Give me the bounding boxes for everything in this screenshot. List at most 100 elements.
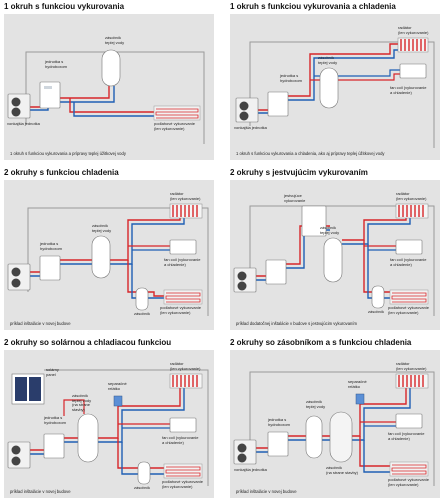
label-floor-heating: podlahové vykurovanie (len vykurovanie) (154, 121, 195, 131)
diagram-caption: príklad inštalácie v novej budove (10, 321, 71, 326)
label-hydrobox: jednotka s hydroboxom (44, 415, 67, 425)
diagram-drawing (233, 371, 435, 486)
label-hydrobox: jednotka s hydroboxom (268, 417, 291, 427)
buffer-tank (137, 461, 151, 485)
label-existing-heating: jestvujúce vykurovanie (284, 193, 306, 203)
fancoil (169, 417, 197, 433)
outdoor-unit (233, 267, 257, 293)
diagram-caption: príklad inštalácie v novej budove (236, 489, 297, 494)
hot-water-tank (77, 413, 99, 463)
diagram-title: 2 okruhy so zásobníkom a s funkciou chla… (230, 338, 412, 347)
label-radiator: radiátor (len vykurovanie) (396, 361, 427, 371)
floor-heating-coil (163, 463, 203, 479)
diagram-3: 2 okruhy s funkciou chladenia (4, 168, 214, 330)
label-floor-heating: podlahové vykurovanie (len vykurovanie) (162, 479, 203, 489)
label-radiator: radiátor (len vykurovanie) (170, 191, 201, 201)
label-fancoil: fan coil (vykurovanie a chladenie) (390, 257, 427, 267)
label-storage-tank: zásobník (na strane stavby) (326, 465, 359, 475)
diagram-caption: príklad dodatočnej inštalácie v budove s… (236, 321, 358, 326)
radiator (397, 37, 429, 53)
label-floor-heating: podlahové vykurovanie (len vykurovanie) (388, 305, 429, 315)
label-outdoor-unit: vonkajšia jednotka (234, 467, 267, 472)
fancoil (169, 239, 197, 255)
hot-water-tank (319, 67, 339, 109)
floor-heating-coil (163, 289, 203, 305)
radiator (395, 203, 429, 219)
label-hydrobox: jednotka s hydroboxom (45, 59, 68, 69)
site-storage-tank (329, 411, 353, 463)
label-fancoil: fan coil (vykurovanie a chladenie) (164, 257, 201, 267)
hydrobox-unit (39, 255, 61, 281)
label-hydrobox: jednotka s hydroboxom (280, 73, 303, 83)
label-tank: zásobník teplej vody (320, 225, 340, 235)
diagram-title: 2 okruhy s funkciou chladenia (4, 168, 119, 177)
label-tank: zásobník teplej vody (92, 223, 112, 233)
label-buffer: zásobník (134, 311, 151, 316)
diagram-4: 2 okruhy s jestvujúcim vykurovaním (230, 168, 440, 330)
solar-panel (11, 373, 45, 405)
floor-heating-coil (153, 105, 201, 121)
hot-water-tank (91, 235, 111, 279)
radiator (395, 373, 429, 389)
label-fancoil: fan coil (vykurovanie a chladenie) (390, 85, 427, 95)
diagram-title: 1 okruh s funkciou vykurovania (4, 2, 125, 11)
label-tank: zásobník teplej vody (na strane stavby) (72, 393, 92, 412)
hydrobox-unit (43, 433, 65, 459)
diagram-drawing (7, 49, 205, 144)
fancoil (399, 63, 427, 79)
hydrobox-unit (267, 431, 289, 457)
label-radiator: radiátor (len vykurovanie) (170, 361, 201, 371)
diagram-panel: jednotka s hydroboxom zásobník teplej vo… (230, 14, 440, 160)
hydrobox-unit (39, 81, 61, 109)
diagram-title: 2 okruhy s jestvujúcim vykurovaním (230, 168, 368, 177)
diagram-caption: príklad inštalácie v novej budove (10, 489, 71, 494)
diagram-6: 2 okruhy so zásobníkom a s funkciou chla… (230, 338, 440, 498)
floor-heating-coil (389, 289, 429, 305)
diagram-5: 2 okruhy so solárnou a chladiacou funkci… (4, 338, 214, 498)
diagram-panel: jednotka s hydroboxom zásobník teplej vo… (4, 180, 214, 330)
label-tank: zásobník teplej vody (318, 55, 338, 65)
outdoor-unit (7, 441, 31, 469)
label-radiator: radiátor (len vykurovanie) (398, 25, 429, 35)
label-separator: separačné relátko (108, 381, 127, 391)
label-buffer: zásobník (368, 309, 385, 314)
label-fancoil: fan coil (vykurovanie a chladenie) (162, 435, 199, 445)
buffer-tank (371, 285, 385, 309)
diagram-2: 1 okruh s funkciou vykurovania a chladen… (230, 2, 440, 160)
label-tank: zásobník teplej vody (105, 35, 125, 45)
label-solar-panel: solárny panel (46, 367, 59, 377)
hot-water-tank (305, 415, 323, 459)
diagram-panel: jednotka s hydroboxom zásobník teplej vo… (230, 350, 440, 498)
hot-water-tank (101, 49, 121, 87)
label-floor-heating: podlahové vykurovanie (len vykurovanie) (388, 477, 429, 487)
outdoor-unit (235, 97, 259, 123)
label-separator: separačné relátko (348, 379, 367, 389)
label-fancoil: fan coil (vykurovanie a chladenie) (388, 431, 425, 441)
diagram-panel: solárny panel jednotka s hydroboxom záso… (4, 350, 214, 498)
diagram-drawing (233, 203, 435, 316)
diagram-panel: jestvujúce vykurovanie zásobník teplej v… (230, 180, 440, 330)
hydrobox-unit (265, 259, 287, 285)
label-outdoor-unit: vonkajšia jednotka (7, 121, 40, 126)
diagram-drawing (7, 203, 209, 316)
radiator (169, 203, 203, 219)
label-tank: zásobník teplej vody (306, 399, 326, 409)
label-hydrobox: jednotka s hydroboxom (40, 241, 63, 251)
outdoor-unit (7, 263, 31, 291)
buffer-tank (135, 287, 149, 311)
label-buffer: zásobník (134, 485, 151, 490)
diagram-drawing (7, 369, 209, 486)
label-floor-heating: podlahové vykurovanie (len vykurovanie) (160, 305, 201, 315)
hot-water-tank (323, 237, 343, 283)
outdoor-unit (233, 439, 257, 465)
diagram-caption: 1 okruh s funkciou vykurovania a chladen… (236, 151, 385, 156)
diagram-drawing (235, 37, 435, 148)
separator-valve (355, 393, 365, 405)
diagram-caption: 1 okruh s funkciou vykurovania a príprav… (10, 151, 126, 156)
label-radiator: radiátor (len vykurovanie) (396, 191, 427, 201)
separator-valve (113, 395, 123, 407)
diagram-title: 2 okruhy so solárnou a chladiacou funkci… (4, 338, 172, 347)
hydrobox-unit (267, 91, 289, 117)
diagram-1: 1 okruh s funkciou vykurovania (4, 2, 214, 160)
fancoil (395, 413, 423, 429)
